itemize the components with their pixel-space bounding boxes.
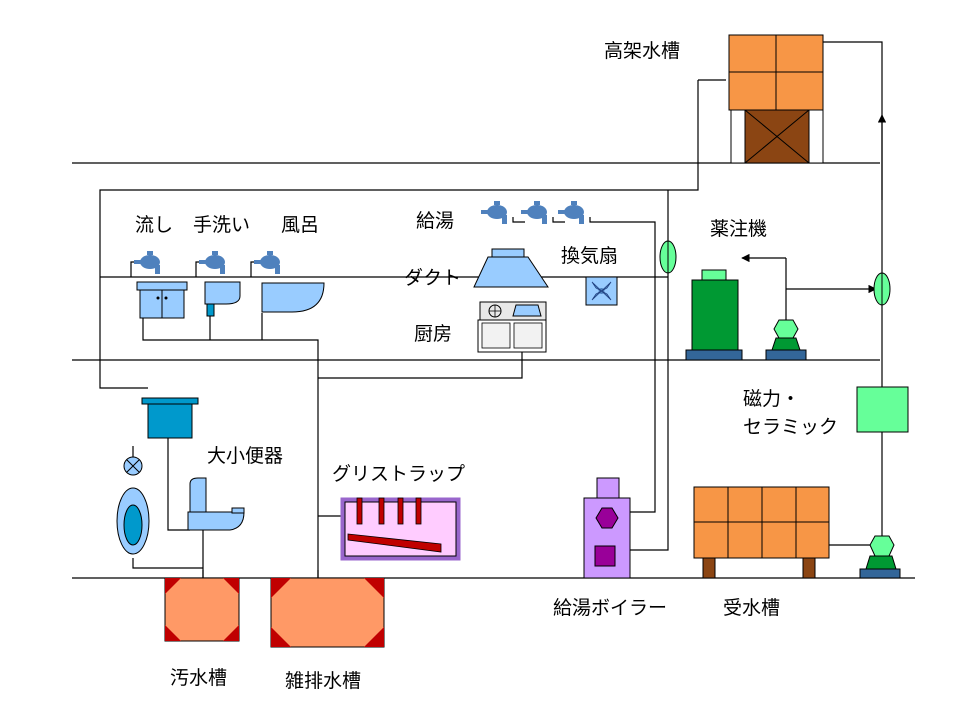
chemical-injector-icon	[685, 269, 743, 361]
faucet-icon	[254, 251, 280, 274]
supply-pump-icon	[859, 535, 901, 579]
kitchen-label: 厨房	[414, 323, 453, 345]
faucet-icon	[481, 201, 507, 224]
hot-water-label: 給湯	[416, 210, 455, 232]
ventilation-fan-icon	[585, 276, 618, 306]
elevated-tank-label: 高架水槽	[604, 40, 681, 62]
handwash-label: 手洗い	[193, 214, 251, 236]
hot-water-return-line	[630, 190, 669, 551]
magnetic-ceramic-unit	[856, 386, 909, 433]
sewage-tank-pit	[164, 577, 240, 642]
receiving-water-tank	[693, 486, 830, 579]
urinal-drain-line	[132, 558, 203, 569]
supply-riser	[99, 79, 726, 389]
sink-label: 流し	[135, 214, 174, 236]
magnetic-ceramic-label-1: 磁力・	[743, 388, 801, 410]
receiving-tank-label: 受水槽	[723, 597, 781, 619]
hot-water-supply-line	[512, 217, 656, 513]
grease-trap-label: グリストラップ	[332, 463, 466, 485]
bath-label: 風呂	[281, 214, 320, 236]
chemical-injector-label: 薬注機	[710, 218, 768, 240]
faucet-icon	[558, 201, 584, 224]
toilet-icon	[187, 477, 245, 531]
faucet-icon	[199, 251, 225, 274]
hot-water-boiler-icon	[583, 477, 631, 579]
grease-trap-icon	[340, 497, 461, 561]
toilet-label: 大小便器	[207, 445, 284, 467]
kitchen-drain-line	[318, 352, 523, 379]
drain-tank-label: 雑排水槽	[285, 670, 362, 692]
urinal-valve-icon	[123, 456, 143, 476]
magnetic-ceramic-label-2: セラミック	[743, 416, 839, 438]
toilet-flush-line	[167, 438, 190, 531]
boiler-label: 給湯ボイラー	[553, 597, 668, 619]
faucet-icon	[521, 201, 547, 224]
sewage-tank-label: 汚水槽	[170, 667, 228, 689]
tank-outlet-line	[823, 41, 883, 569]
drain-tank-pit	[270, 577, 385, 648]
duct-label: ダクト	[404, 267, 462, 289]
ventilation-fan-label: 換気扇	[561, 245, 619, 267]
elevated-water-tank	[728, 34, 824, 164]
fixture-drain-line	[142, 313, 319, 578]
kitchen-stove-icon	[477, 301, 547, 353]
handwash-basin-icon	[204, 281, 241, 317]
urinal-icon	[116, 487, 150, 555]
faucet-icon	[134, 251, 160, 274]
bathtub-icon	[261, 282, 325, 313]
duct-hood-icon	[473, 248, 549, 288]
injector-pump-icon	[765, 319, 807, 361]
sink-cabinet-icon	[136, 281, 188, 319]
